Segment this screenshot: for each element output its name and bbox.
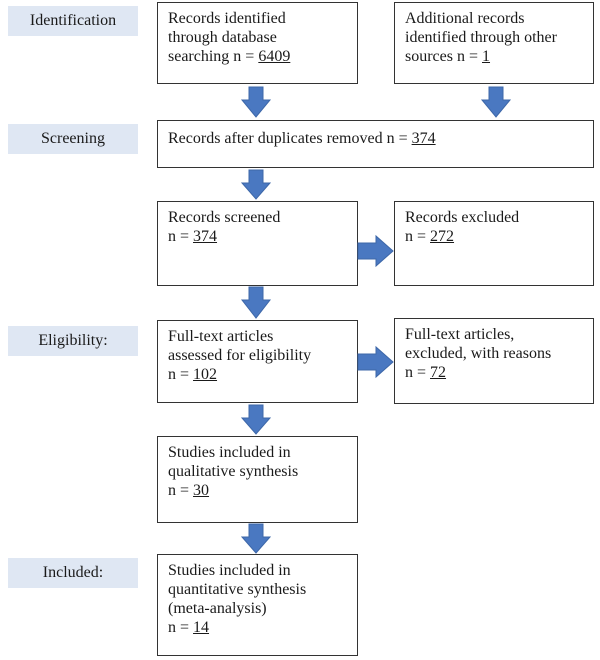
records-screened-count: 374 (193, 228, 218, 245)
box-qualitative-synthesis: Studies included in qualitative synthesi… (157, 436, 358, 523)
arrow-right-to-fulltext-excluded (357, 345, 394, 379)
database-records-line-3: searching n = 6409 (168, 47, 347, 66)
quantitative-line-2: quantitative synthesis (168, 581, 307, 598)
quantitative-prefix: n = (168, 619, 194, 636)
box-fulltext-assessed: Full-text articles assessed for eligibil… (157, 320, 358, 403)
fulltext-excluded-count: 72 (430, 364, 447, 381)
box-database-records: Records identified through database sear… (157, 2, 358, 84)
records-excluded-line-1: Records excluded (405, 209, 520, 226)
box-duplicates-removed: Records after duplicates removed n = 374 (157, 120, 594, 168)
fulltext-excluded-prefix: n = (405, 364, 431, 381)
quantitative-count: 14 (193, 619, 210, 636)
arrow-right-to-records-excluded (357, 234, 394, 268)
fulltext-excluded-line-2: excluded, with reasons (405, 345, 552, 362)
arrow-down-other-to-screening (480, 86, 512, 118)
stage-label-eligibility: Eligibility: (8, 326, 138, 356)
qualitative-line-2: qualitative synthesis (168, 463, 299, 480)
arrow-down-to-quantitative (240, 523, 272, 554)
other-records-line-2: identified through other (405, 29, 557, 46)
database-records-count: 6409 (258, 48, 291, 65)
arrow-down-to-fulltext-assessed (240, 286, 272, 319)
fulltext-assessed-count: 102 (193, 366, 218, 383)
database-records-line-2: through database (168, 29, 277, 46)
records-excluded-line-2: n = 272 (405, 227, 583, 246)
duplicates-removed-count: 374 (411, 130, 436, 147)
fulltext-assessed-line-1: Full-text articles (168, 328, 274, 345)
box-other-records: Additional records identified through ot… (394, 2, 594, 84)
duplicates-removed-prefix: Records after duplicates removed n = (168, 130, 412, 147)
records-screened-line-1: Records screened (168, 209, 281, 226)
arrow-down-to-records-screened (240, 169, 272, 200)
fulltext-assessed-line-2: assessed for eligibility (168, 347, 312, 364)
qualitative-line-1: Studies included in (168, 444, 291, 461)
other-records-prefix: sources n = (405, 48, 483, 65)
other-records-count: 1 (482, 48, 491, 65)
quantitative-line-1: Studies included in (168, 562, 291, 579)
quantitative-line-4: n = 14 (168, 618, 347, 637)
records-screened-line-2: n = 374 (168, 227, 347, 246)
box-quantitative-synthesis: Studies included in quantitative synthes… (157, 554, 358, 656)
records-screened-prefix: n = (168, 228, 194, 245)
qualitative-line-3: n = 30 (168, 481, 347, 500)
stage-label-screening: Screening (8, 124, 138, 154)
box-records-screened: Records screened n = 374 (157, 201, 358, 286)
qualitative-prefix: n = (168, 482, 194, 499)
records-excluded-prefix: n = (405, 228, 431, 245)
box-records-excluded: Records excluded n = 272 (394, 201, 594, 286)
fulltext-assessed-line-3: n = 102 (168, 365, 347, 384)
qualitative-count: 30 (193, 482, 210, 499)
records-excluded-count: 272 (430, 228, 455, 245)
database-records-line-1: Records identified (168, 10, 286, 27)
stage-label-identification: Identification (8, 6, 138, 36)
duplicates-removed-line: Records after duplicates removed n = 374 (168, 129, 583, 148)
stage-label-included: Included: (8, 558, 138, 588)
arrow-down-database-to-screening (240, 86, 272, 118)
quantitative-line-3: (meta-analysis) (168, 600, 267, 617)
fulltext-excluded-line-3: n = 72 (405, 363, 583, 382)
arrow-down-to-qualitative (240, 404, 272, 435)
fulltext-excluded-line-1: Full-text articles, (405, 326, 515, 343)
other-records-line-1: Additional records (405, 10, 525, 27)
database-records-prefix: searching n = (168, 48, 259, 65)
box-fulltext-excluded: Full-text articles, excluded, with reaso… (394, 318, 594, 404)
fulltext-assessed-prefix: n = (168, 366, 194, 383)
other-records-line-3: sources n = 1 (405, 47, 583, 66)
